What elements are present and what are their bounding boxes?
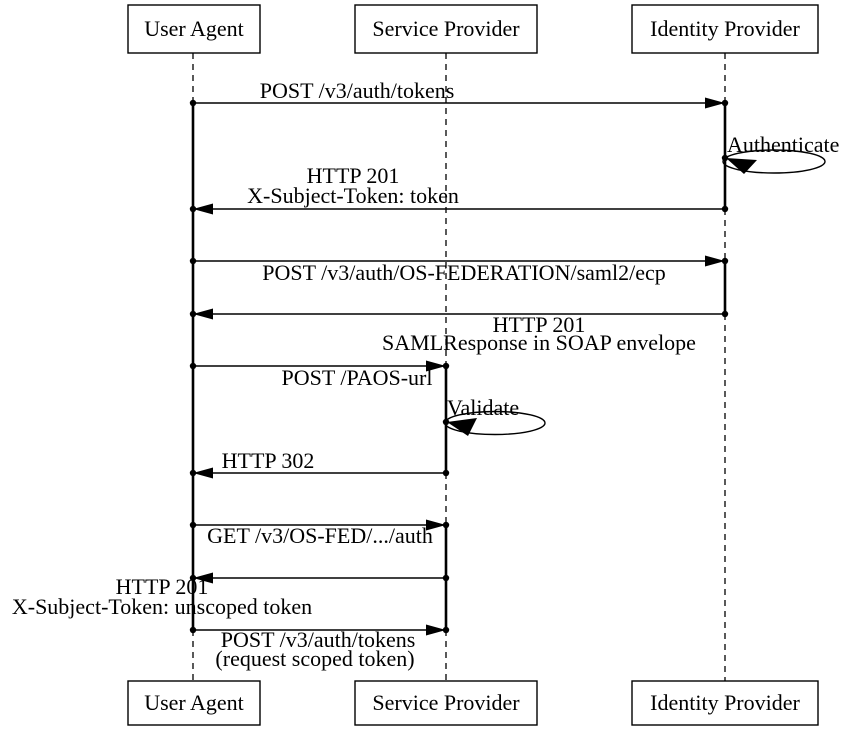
arrowhead-right-icon [705, 255, 725, 267]
message-label-line2: (request scoped token) [215, 646, 414, 671]
message-validate-self-loop: Validate [442, 395, 546, 436]
message-http-201-samlresponse: HTTP 201 SAMLResponse in SOAP envelope [189, 308, 729, 355]
endpoint-dot [442, 362, 450, 370]
arrowhead-left-icon [193, 467, 213, 479]
arrowhead-left-icon [193, 572, 213, 584]
endpoint-dot [189, 469, 197, 477]
actor-box [631, 4, 819, 54]
self-loop [722, 149, 826, 174]
message-label-line1: HTTP 201 [307, 163, 400, 188]
endpoint-dot [721, 310, 729, 318]
actor-label: User Agent [144, 690, 244, 715]
actor-box [631, 680, 819, 726]
message-label: POST /v3/auth/tokens [260, 78, 455, 103]
actor-label: Service Provider [372, 16, 520, 41]
arrowhead-left-icon [193, 203, 213, 215]
endpoint-dot [442, 574, 450, 582]
actor-label: Identity Provider [650, 690, 800, 715]
message-get-os-fed-auth: GET /v3/OS-FED/.../auth [189, 519, 450, 548]
arrowhead-left-icon [726, 158, 757, 174]
endpoint-dot [442, 469, 450, 477]
actor-label: Identity Provider [650, 16, 800, 41]
endpoint-dot [721, 99, 729, 107]
message-post-v3-auth-tokens-scoped: POST /v3/auth/tokens (request scoped tok… [189, 624, 450, 671]
message-label: POST /v3/auth/OS-FEDERATION/saml2/ecp [262, 260, 666, 285]
arrowhead-right-icon [426, 360, 446, 372]
actor-box [354, 4, 538, 54]
actor-identity-provider-bottom: Identity Provider [631, 680, 819, 726]
arrowhead-left-icon [193, 308, 213, 320]
message-post-v3-auth-tokens: POST /v3/auth/tokens [189, 78, 729, 109]
arrowhead-right-icon [426, 519, 446, 531]
arrowhead-right-icon [705, 97, 725, 109]
endpoint-dot [189, 99, 197, 107]
actor-box [354, 680, 538, 726]
message-label-line2: X-Subject-Token: token [247, 183, 459, 208]
message-label: Validate [447, 395, 519, 420]
message-http-201-token: HTTP 201 X-Subject-Token: token [189, 163, 729, 215]
actor-user-agent-top: User Agent [127, 4, 261, 54]
message-label: HTTP 302 [222, 448, 315, 473]
endpoint-dot [721, 257, 729, 265]
endpoint-dot [189, 626, 197, 634]
actor-box [127, 4, 261, 54]
endpoint-dot [189, 205, 197, 213]
endpoint-dot [442, 418, 450, 426]
message-label-line1: HTTP 201 [493, 312, 586, 337]
endpoint-dot [189, 362, 197, 370]
message-label-line1: HTTP 201 [116, 574, 209, 599]
arrowhead-right-icon [426, 624, 446, 636]
actor-box [127, 680, 261, 726]
endpoint-dot [721, 205, 729, 213]
endpoint-dot [189, 574, 197, 582]
message-label-line2: X-Subject-Token: unscoped token [12, 594, 312, 619]
message-authenticate-self-loop: Authenticate [721, 132, 839, 174]
message-post-os-federation-ecp: POST /v3/auth/OS-FEDERATION/saml2/ecp [189, 255, 729, 285]
message-label-line2: SAMLResponse in SOAP envelope [382, 330, 696, 355]
actor-user-agent-bottom: User Agent [127, 680, 261, 726]
arrowhead-left-icon [447, 418, 477, 436]
message-label-line1: POST /v3/auth/tokens [221, 627, 416, 652]
actor-label: Service Provider [372, 690, 520, 715]
message-http-302: HTTP 302 [189, 448, 450, 479]
actor-label: User Agent [144, 16, 244, 41]
message-post-paos-url: POST /PAOS-url [189, 360, 450, 390]
endpoint-dot [442, 521, 450, 529]
message-http-201-unscoped-token: HTTP 201 X-Subject-Token: unscoped token [12, 572, 450, 619]
actor-service-provider-bottom: Service Provider [354, 680, 538, 726]
endpoint-dot [721, 154, 729, 162]
message-label: GET /v3/OS-FED/.../auth [207, 523, 433, 548]
endpoint-dot [189, 310, 197, 318]
endpoint-dot [189, 521, 197, 529]
message-label: Authenticate [727, 132, 839, 157]
actor-identity-provider-top: Identity Provider [631, 4, 819, 54]
endpoint-dot [189, 257, 197, 265]
actor-service-provider-top: Service Provider [354, 4, 538, 54]
message-label: POST /PAOS-url [281, 365, 432, 390]
endpoint-dot [442, 626, 450, 634]
